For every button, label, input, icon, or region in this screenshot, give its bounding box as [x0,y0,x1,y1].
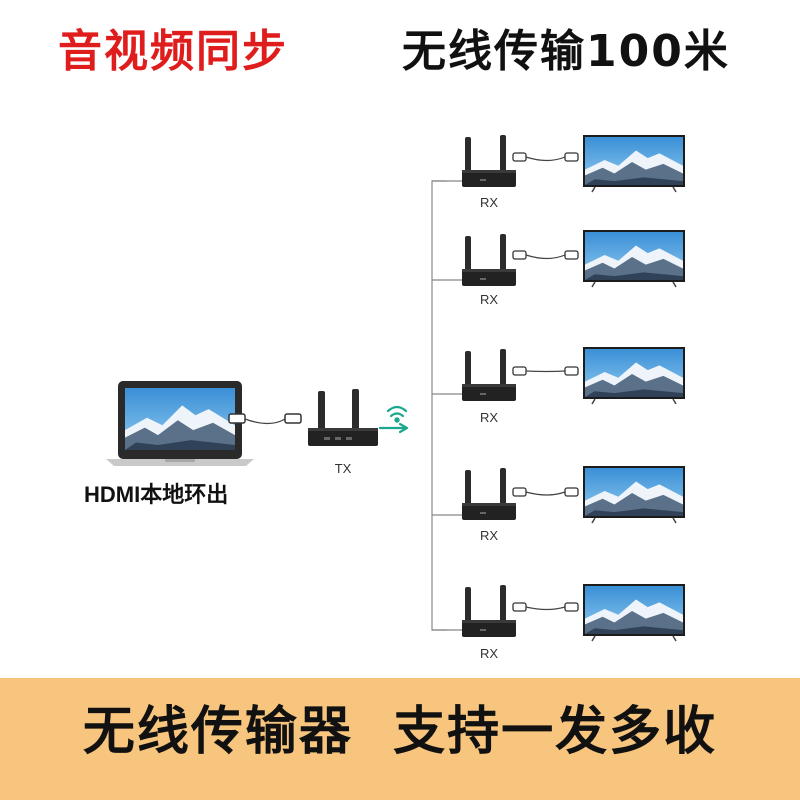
source-caption: HDMI本地环出 [84,482,228,507]
tv-display [583,584,685,642]
headline-left: 音视频同步 [58,26,288,77]
receiver-row: RX [432,584,685,661]
headline-right: 无线传输100米 [402,26,730,77]
tv-display [583,230,685,288]
hdmi-cable [512,152,579,162]
rx-label: RX [480,410,498,425]
rx-device [462,585,516,637]
rx-device [462,135,516,187]
laptop-screen-image [125,388,235,450]
rx-device [462,234,516,286]
tx-label: TX [335,461,352,476]
receiver-row: RX [432,135,685,210]
hdmi-cable-source [228,413,302,425]
wifi-signal-icon [378,405,409,434]
rx-label: RX [480,646,498,661]
rx-device [462,468,516,520]
hdmi-cable [512,366,579,376]
hdmi-cable [512,250,579,260]
tv-display [583,466,685,524]
banner-text: 无线传输器 支持一发多收 [82,702,718,762]
hdmi-cable [512,487,579,497]
connection-diagram: HDMI本地环出 TX RX [84,135,685,661]
tv-display [583,135,685,193]
receiver-row: RX [432,230,685,307]
bottom-banner: 无线传输器 支持一发多收 [0,678,800,800]
receiver-row: RX [432,347,685,425]
tx-device [308,389,378,446]
laptop-source [106,381,254,466]
rx-label: RX [480,528,498,543]
hdmi-cable [512,602,579,612]
rx-label: RX [480,195,498,210]
tv-display [583,347,685,405]
rx-label: RX [480,292,498,307]
rx-device [462,349,516,401]
distribution-bracket [431,180,447,631]
receiver-row: RX [432,466,685,543]
